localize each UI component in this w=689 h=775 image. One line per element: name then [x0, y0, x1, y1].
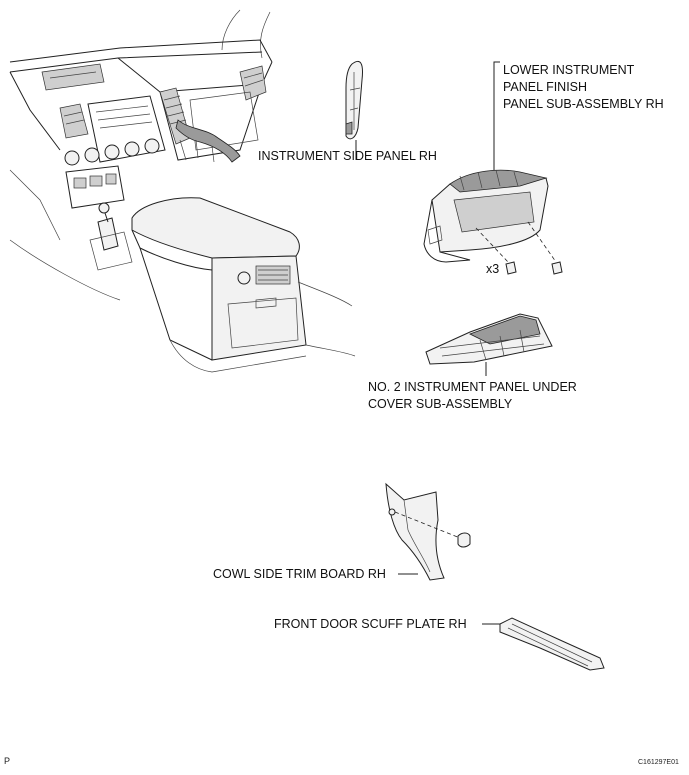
label-scuff-plate: FRONT DOOR SCUFF PLATE RH: [274, 617, 467, 631]
lower-panel-finish-part: [423, 61, 563, 275]
label-under-cover-line2: COVER SUB-ASSEMBLY: [368, 397, 513, 411]
instrument-side-panel-part: [345, 60, 363, 152]
under-cover-part: [425, 313, 553, 376]
label-lower-panel-line3: PANEL SUB-ASSEMBLY RH: [503, 97, 664, 111]
label-under-cover-line1: NO. 2 INSTRUMENT PANEL UNDER: [368, 380, 577, 394]
label-side-panel: INSTRUMENT SIDE PANEL RH: [258, 149, 437, 163]
cowl-side-trim-part: [385, 482, 471, 581]
scuff-plate-part: [482, 617, 605, 671]
label-lower-panel-line2: PANEL FINISH: [503, 80, 587, 94]
label-cowl-trim: COWL SIDE TRIM BOARD RH: [213, 567, 386, 581]
corner-left-code: P: [4, 756, 10, 766]
label-lower-panel-line1: LOWER INSTRUMENT: [503, 63, 635, 77]
dashboard-illustration: [9, 9, 356, 373]
corner-right-code: C161297E01: [638, 759, 679, 766]
label-fastener-count: x3: [486, 262, 499, 276]
